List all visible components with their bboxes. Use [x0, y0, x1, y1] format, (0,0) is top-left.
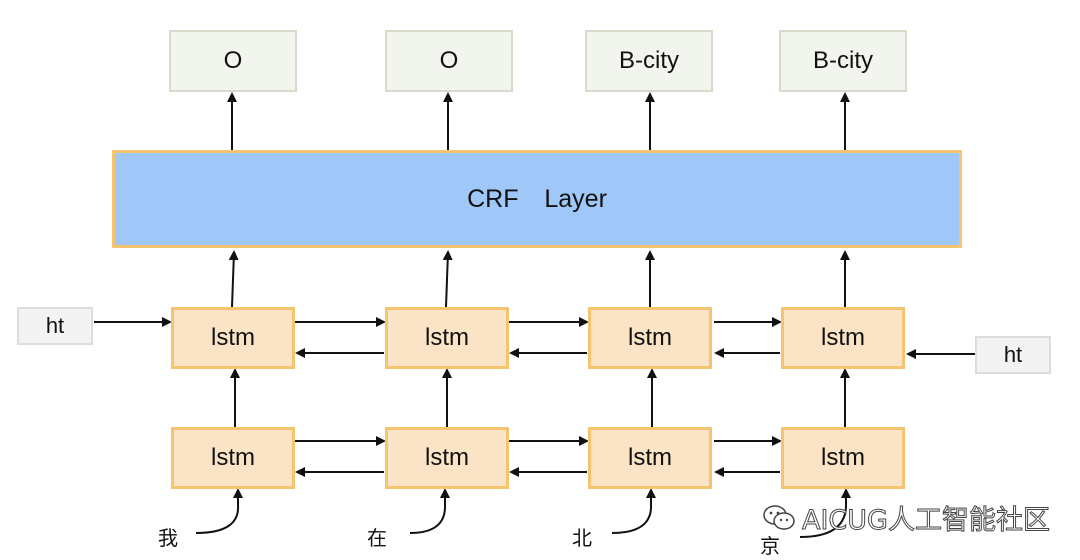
lstm-bottom-2: lstm [385, 427, 509, 489]
output-label-3: B-city [585, 30, 713, 92]
lstm-top-4: lstm [781, 307, 905, 369]
lstm-bottom-1: lstm [171, 427, 295, 489]
output-label-1: O [169, 30, 297, 92]
lstm-top-2: lstm [385, 307, 509, 369]
input-word-2: 在 [367, 526, 387, 550]
watermark: AICUG人工智能社区 [762, 498, 1050, 537]
crf-layer: CRF Layer [112, 150, 962, 248]
output-label-4: B-city [779, 30, 907, 92]
input-word-4: 京 [760, 534, 780, 558]
output-label-2: O [385, 30, 513, 92]
lstm-bottom-4: lstm [781, 427, 905, 489]
ht-left: ht [17, 307, 93, 345]
watermark-text: AICUG人工智能社区 [802, 505, 1051, 537]
crf-layer-label: CRF Layer [467, 184, 607, 213]
ht-right: ht [975, 336, 1051, 374]
wechat-icon [763, 504, 795, 530]
lstm-top-1: lstm [171, 307, 295, 369]
input-word-3: 北 [572, 526, 592, 550]
lstm-bottom-3: lstm [588, 427, 712, 489]
lstm-top-3: lstm [588, 307, 712, 369]
input-word-1: 我 [158, 526, 178, 550]
